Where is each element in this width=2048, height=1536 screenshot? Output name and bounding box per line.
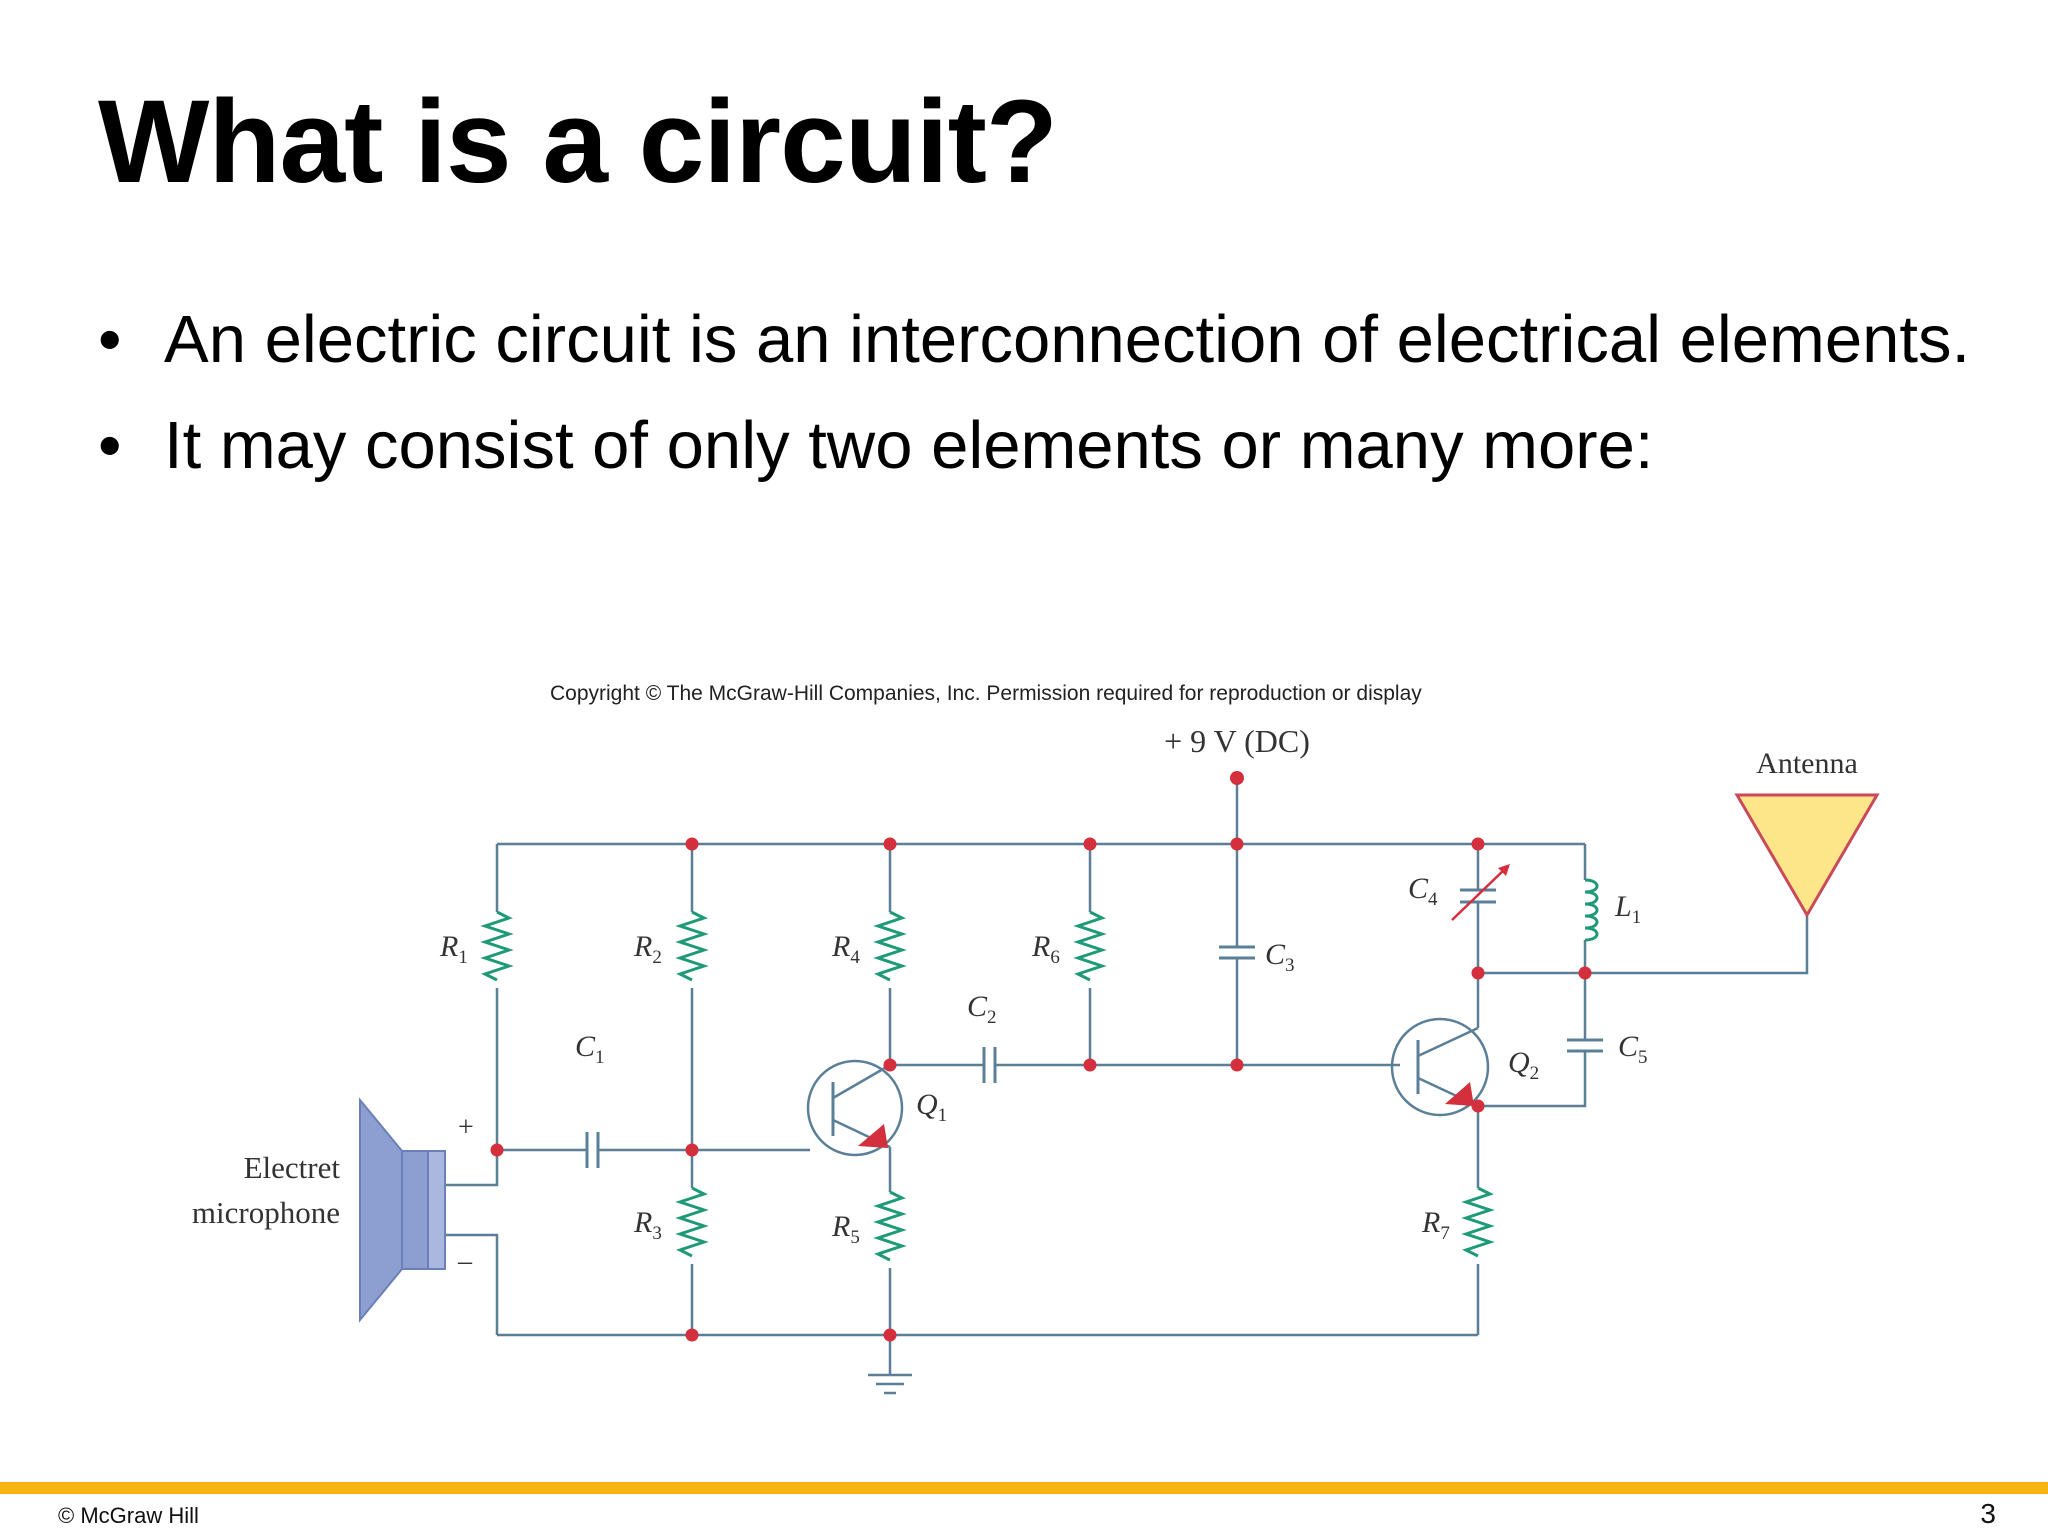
transistor-q2-icon	[1390, 1017, 1490, 1117]
node-dot	[1471, 1099, 1485, 1113]
node-dot	[1230, 837, 1244, 851]
label-r7: R7	[1421, 1206, 1450, 1244]
resistors	[480, 878, 1599, 1262]
capacitor-c4-icon	[1451, 864, 1510, 921]
node-dot	[883, 1058, 897, 1072]
transistor-q1-icon	[806, 1059, 904, 1157]
c5-branch-wire	[1478, 973, 1587, 1108]
node-dot	[685, 1328, 699, 1342]
footer-copyright: © McGraw Hill	[58, 1503, 199, 1528]
mic-plus-wire	[445, 1150, 499, 1187]
capacitor-c3-icon	[1219, 945, 1255, 960]
mic-minus-wire	[445, 1233, 499, 1335]
label-r2: R2	[633, 930, 662, 968]
resistor-r7-icon	[1461, 1186, 1495, 1258]
label-l1: L1	[1614, 890, 1641, 928]
antenna-label: Antenna	[1756, 747, 1858, 780]
label-r6: R6	[1031, 930, 1060, 968]
label-r3: R3	[633, 1206, 662, 1244]
microphone-label-line1: Electret	[244, 1150, 341, 1185]
node-dot	[1230, 771, 1244, 785]
label-r5: R5	[831, 1210, 860, 1248]
mic-minus-label: –	[457, 1246, 473, 1277]
label-c2: C2	[967, 990, 997, 1028]
ground-icon	[868, 1373, 912, 1395]
label-c1: C1	[575, 1030, 605, 1068]
bullet-dot: •	[98, 302, 122, 377]
bullet-text: An electric circuit is an interconnectio…	[164, 302, 1971, 377]
slide-title: What is a circuit?	[98, 76, 1058, 208]
bullet-text: It may consist of only two elements or m…	[164, 408, 1654, 483]
bullet-dot: •	[98, 408, 122, 483]
resistor-r1-icon	[480, 910, 514, 982]
circuit-figure: Copyright © The McGraw-Hill Companies, I…	[140, 670, 1900, 1430]
node-dot	[1471, 837, 1485, 851]
label-c5: C5	[1618, 1030, 1648, 1068]
bullet-item: • It may consist of only two elements or …	[96, 404, 1976, 488]
node-dot	[1083, 837, 1097, 851]
component-labels: R1 R2 R3 R4 R5 R6 R7 C1 C2 C3 C4 C5 L1 Q…	[439, 872, 1648, 1248]
label-r1: R1	[439, 930, 468, 968]
node-dot	[685, 837, 699, 851]
node-dot	[1083, 1058, 1097, 1072]
capacitor-c1-icon	[585, 1132, 600, 1168]
microphone-label-line2: microphone	[192, 1195, 340, 1230]
bullet-list: • An electric circuit is an interconnecti…	[96, 298, 1976, 510]
capacitor-c2-icon	[982, 1047, 997, 1083]
node-dot	[685, 1143, 699, 1157]
resistor-r5-icon	[873, 1190, 907, 1262]
nodes	[490, 771, 1592, 1342]
label-q1: Q1	[916, 1088, 947, 1126]
inductor-l1-icon	[1584, 878, 1599, 942]
capacitor-c5-icon	[1567, 1038, 1603, 1053]
wires	[445, 782, 1809, 1375]
node-dot	[490, 1143, 504, 1157]
label-c3: C3	[1265, 938, 1295, 976]
node-dot	[1230, 1058, 1244, 1072]
antenna-icon	[1734, 793, 1880, 918]
node-dot	[883, 1328, 897, 1342]
circuit-diagram: Copyright © The McGraw-Hill Companies, I…	[192, 682, 1880, 1395]
node-dot	[1471, 966, 1485, 980]
resistor-r6-icon	[1073, 910, 1107, 982]
page-number: 3	[1980, 1498, 1996, 1529]
antenna-feed-wire	[1478, 915, 1809, 975]
supply-label: + 9 V (DC)	[1164, 723, 1310, 759]
figure-copyright: Copyright © The McGraw-Hill Companies, I…	[550, 682, 1422, 705]
node-dot	[883, 837, 897, 851]
bullet-item: • An electric circuit is an interconnecti…	[96, 298, 1976, 382]
capacitors	[585, 864, 1603, 1168]
resistor-r2-icon	[675, 910, 709, 982]
label-c4: C4	[1408, 872, 1438, 910]
resistor-r4-icon	[873, 910, 907, 982]
resistor-r3-icon	[675, 1186, 709, 1258]
footer-accent-bar	[0, 1482, 2048, 1494]
node-dot	[1578, 966, 1592, 980]
mic-plus-label: +	[458, 1112, 474, 1143]
microphone-icon	[359, 1097, 446, 1323]
label-q2: Q2	[1508, 1046, 1539, 1084]
label-r4: R4	[831, 930, 860, 968]
